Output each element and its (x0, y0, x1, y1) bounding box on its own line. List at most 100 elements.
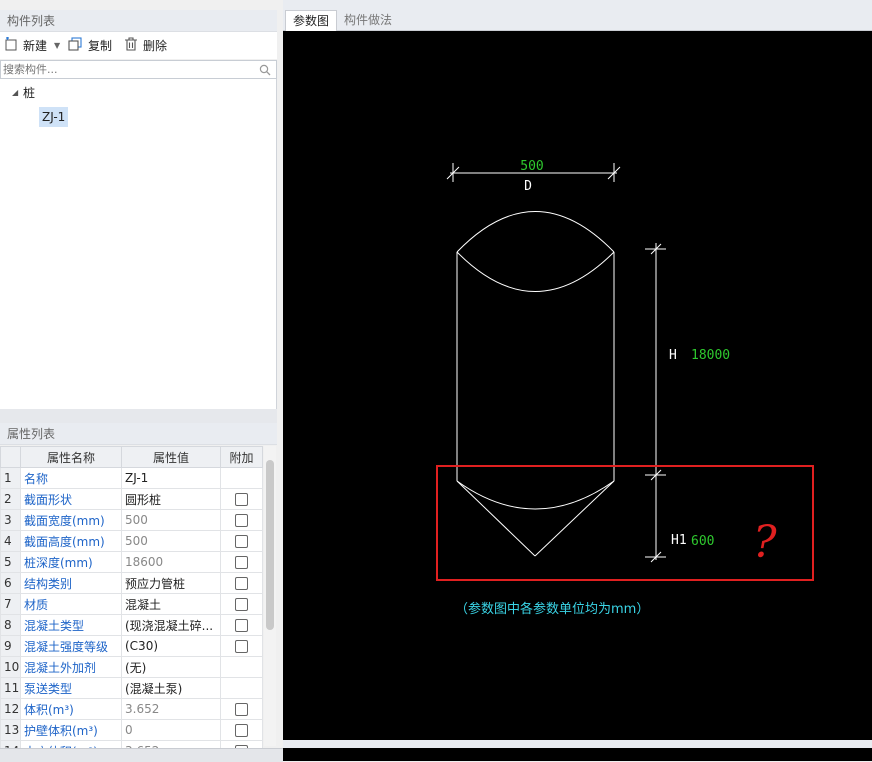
row-number: 11 (0, 677, 21, 699)
property-value[interactable]: 500 (121, 530, 221, 552)
row-number: 1 (0, 467, 21, 489)
property-scrollbar[interactable] (264, 446, 276, 746)
row-number: 8 (0, 614, 21, 636)
tip-height-value-label: 600 (691, 534, 714, 549)
property-name: 结构类别 (20, 572, 122, 594)
row-number: 5 (0, 551, 21, 573)
extra-checkbox[interactable] (235, 535, 248, 548)
property-name: 截面形状 (20, 488, 122, 510)
row-number: 12 (0, 698, 21, 720)
row-number: 13 (0, 719, 21, 741)
property-value[interactable]: 500 (121, 509, 221, 531)
header-extra[interactable]: 附加 (220, 446, 263, 468)
row-number: 2 (0, 488, 21, 510)
parameter-diagram-canvas: 500 D H 18000 H1 600 ? （参 (283, 31, 872, 740)
property-name: 泵送类型 (20, 677, 122, 699)
height-symbol-label: H (669, 348, 677, 363)
extra-checkbox[interactable] (235, 514, 248, 527)
collapse-arrow-icon[interactable]: ◢ (12, 88, 19, 97)
property-value[interactable]: 18600 (121, 551, 221, 573)
extra-cell (220, 719, 263, 741)
property-value[interactable]: (无) (121, 656, 221, 678)
property-name: 混凝土强度等级 (20, 635, 122, 657)
property-value[interactable]: 0 (121, 719, 221, 741)
property-value[interactable]: 3.652 (121, 698, 221, 720)
extra-checkbox[interactable] (235, 598, 248, 611)
tree-group-pile[interactable]: 桩 (23, 86, 36, 100)
tree-item-zj-1[interactable]: ZJ-1 (39, 107, 69, 127)
extra-cell (220, 467, 263, 489)
scrollbar-thumb[interactable] (266, 460, 274, 630)
row-number: 10 (0, 656, 21, 678)
header-property-name[interactable]: 属性名称 (20, 446, 122, 468)
search-input[interactable] (3, 62, 243, 77)
extra-cell (220, 656, 263, 678)
property-value[interactable]: 圆形桩 (121, 488, 221, 510)
header-property-value[interactable]: 属性值 (121, 446, 221, 468)
property-value[interactable]: (C30) (121, 635, 221, 657)
extra-checkbox[interactable] (235, 724, 248, 737)
component-search (0, 60, 277, 79)
property-name: 护壁体积(m³) (20, 719, 122, 741)
width-dimension-line (446, 163, 621, 182)
extra-checkbox[interactable] (235, 703, 248, 716)
tab-component-method[interactable]: 构件做法 (344, 13, 393, 27)
canvas-bottom-view (283, 748, 872, 761)
new-icon[interactable] (4, 37, 18, 51)
pile-top-arc-upper (456, 211, 615, 253)
height-dimension-line (645, 243, 666, 563)
new-button[interactable]: 新建 (23, 39, 48, 53)
row-number: 3 (0, 509, 21, 531)
extra-checkbox[interactable] (235, 619, 248, 632)
property-name: 桩深度(mm) (20, 551, 122, 573)
extra-checkbox[interactable] (235, 640, 248, 653)
property-name: 混凝土外加剂 (20, 656, 122, 678)
property-list-title: 属性列表 (0, 423, 277, 445)
delete-icon[interactable] (124, 37, 138, 51)
extra-checkbox[interactable] (235, 577, 248, 590)
pile-top-arc-lower (456, 251, 615, 292)
delete-button[interactable]: 删除 (143, 39, 168, 53)
tab-parameter-diagram[interactable]: 参数图 (285, 10, 338, 32)
row-number: 4 (0, 530, 21, 552)
grid-corner (0, 446, 21, 468)
new-dropdown-icon[interactable]: ▼ (54, 41, 61, 50)
highlight-box (436, 465, 814, 581)
property-name: 体积(m³) (20, 698, 122, 720)
panel-splitter[interactable] (0, 409, 277, 423)
property-value[interactable]: 混凝土 (121, 593, 221, 615)
pile-tip-right (534, 480, 615, 557)
property-value[interactable]: (现浇混凝土碎... (121, 614, 221, 636)
component-list-title: 构件列表 (0, 10, 277, 32)
component-tree: ◢ 桩 ZJ-1 (0, 79, 277, 409)
copy-icon[interactable] (68, 37, 82, 51)
extra-cell (220, 614, 263, 636)
extra-checkbox[interactable] (235, 493, 248, 506)
search-icon[interactable] (259, 64, 271, 76)
width-value-label: 500 (520, 159, 543, 174)
property-value[interactable]: (混凝土泵) (121, 677, 221, 699)
property-name: 截面宽度(mm) (20, 509, 122, 531)
property-name: 截面高度(mm) (20, 530, 122, 552)
property-value[interactable]: 预应力管桩 (121, 572, 221, 594)
extra-cell (220, 488, 263, 510)
copy-button[interactable]: 复制 (88, 39, 113, 53)
extra-checkbox[interactable] (235, 556, 248, 569)
tab-strip-top (283, 0, 872, 10)
row-number: 6 (0, 572, 21, 594)
property-value[interactable]: ZJ-1 (121, 467, 221, 489)
